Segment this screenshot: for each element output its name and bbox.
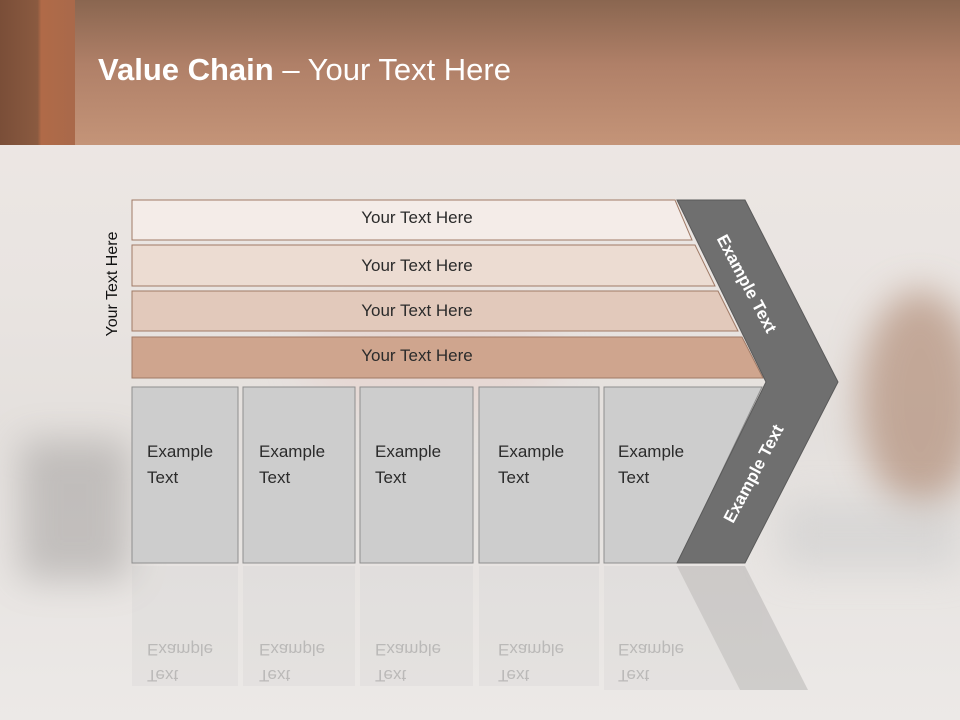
page-title: Value Chain – Your Text Here xyxy=(98,52,511,88)
box-shape-2 xyxy=(242,386,356,564)
box-label-3-line1: Example xyxy=(375,442,442,461)
box-label-2-line2: Text xyxy=(259,468,291,487)
box-label-5-line1: Example xyxy=(618,442,685,461)
title-bar-accent xyxy=(0,0,75,145)
row-label-2: Your Text Here xyxy=(361,256,473,275)
title-rest: – Your Text Here xyxy=(273,52,511,87)
row-label-4: Your Text Here xyxy=(361,346,473,365)
box-label-3-line2: Text xyxy=(375,468,407,487)
box-shape-3 xyxy=(359,386,474,564)
reflection xyxy=(132,566,808,690)
box-label-5-line2: Text xyxy=(618,468,650,487)
box-shape-4 xyxy=(478,386,600,564)
box-shape-1 xyxy=(131,386,239,564)
chevron-shape xyxy=(676,199,839,564)
background-blur xyxy=(20,440,130,580)
box-label-1-line2: Text xyxy=(147,468,179,487)
background-blur xyxy=(780,500,960,570)
side-label: Your Text Here xyxy=(104,231,121,337)
title-bar xyxy=(0,0,960,145)
row-shape-2 xyxy=(131,244,716,287)
row-shape-4 xyxy=(131,336,764,379)
box-label-4-line1: Example xyxy=(498,442,565,461)
box-label-1-line1: Example xyxy=(147,442,214,461)
box-label-2-line1: Example xyxy=(259,442,326,461)
row-label-3: Your Text Here xyxy=(361,301,473,320)
row-shape-1 xyxy=(131,199,693,241)
title-bold: Value Chain xyxy=(98,52,274,87)
box-label-4-line2: Text xyxy=(498,468,530,487)
background-blur xyxy=(860,290,960,510)
row-shape-3 xyxy=(131,290,739,332)
row-label-1: Your Text Here xyxy=(361,208,473,227)
